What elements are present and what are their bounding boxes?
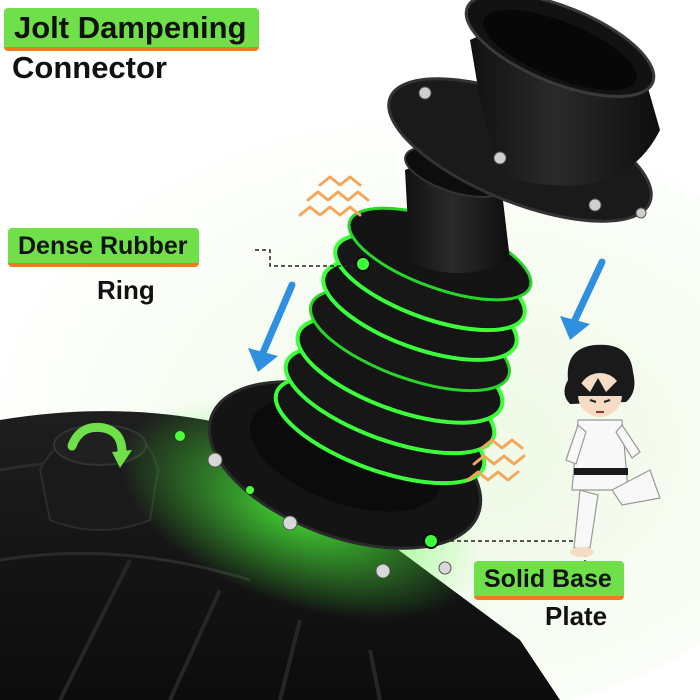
ring-label-title: Dense Rubber xyxy=(8,228,200,267)
karate-kid-illustration xyxy=(564,344,661,557)
ring-label-subtitle: Ring xyxy=(97,275,155,305)
vibration-wave-icon xyxy=(466,438,526,482)
down-arrow-icon xyxy=(560,258,606,340)
vibration-wave-icon xyxy=(298,175,370,217)
plate-label-subtitle: Plate xyxy=(545,601,608,631)
jolt-dampening-connector xyxy=(387,0,660,223)
rubber-ring-stack xyxy=(273,146,533,486)
connector-label-title: Jolt Dampening xyxy=(4,8,259,51)
connector-label-subtitle: Connector xyxy=(12,50,167,85)
down-arrow-icon xyxy=(248,281,296,372)
ring-callout xyxy=(255,249,371,272)
plate-label-title: Solid Base xyxy=(474,561,624,600)
